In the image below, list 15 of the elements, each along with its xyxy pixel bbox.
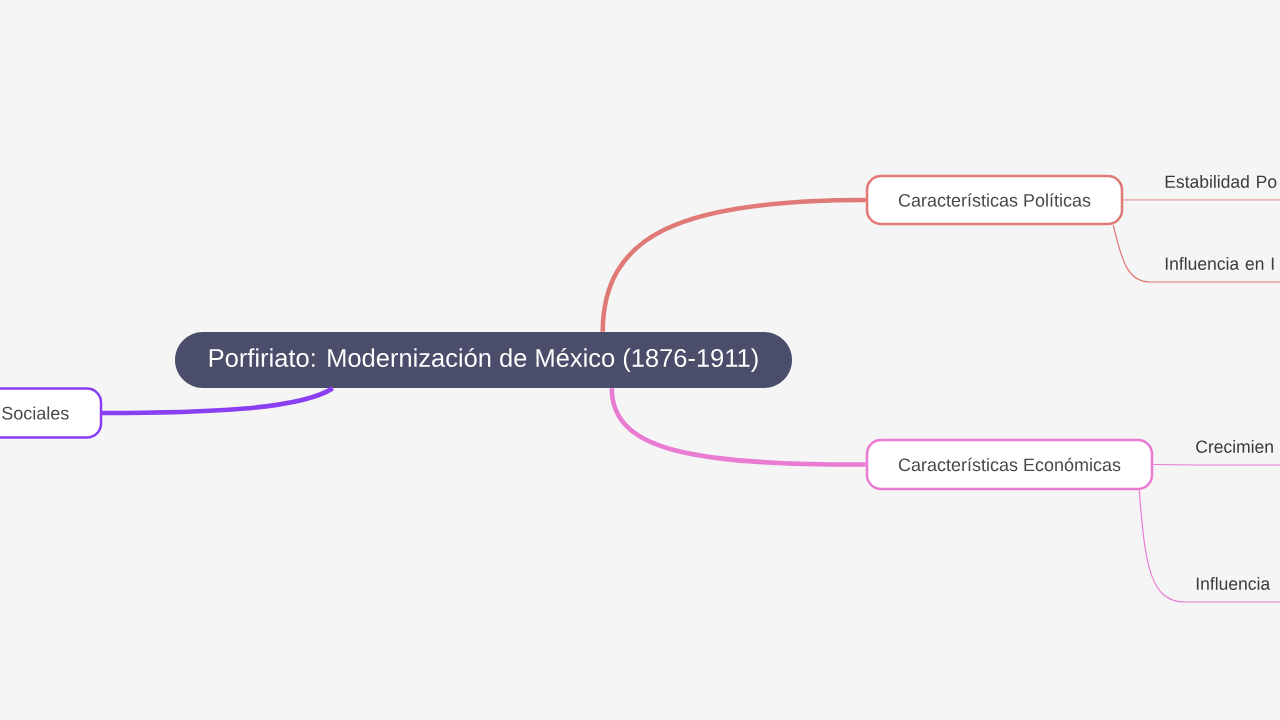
branch-line: [1112, 224, 1280, 283]
branch-line: [600, 197, 866, 332]
central-topic: Porfiriato: Modernización de México (1876-1911): [175, 332, 792, 388]
topic-box: Características Políticas: [865, 174, 1124, 226]
branch-line: [101, 386, 334, 416]
subtopic-text: Influencia en I: [1165, 257, 1274, 270]
branch-line: [1122, 199, 1280, 201]
subtopic-text: Crecimien: [1196, 440, 1273, 453]
branch-line: [1138, 489, 1280, 603]
subtopic-text: Influencia: [1196, 577, 1271, 590]
branch-line: [1152, 463, 1280, 466]
topic-box: Características Económicas: [865, 438, 1154, 491]
subtopic-text: Estabilidad Po: [1165, 175, 1277, 188]
branch-line: [609, 388, 866, 467]
topic-box: Sociales: [0, 387, 103, 439]
